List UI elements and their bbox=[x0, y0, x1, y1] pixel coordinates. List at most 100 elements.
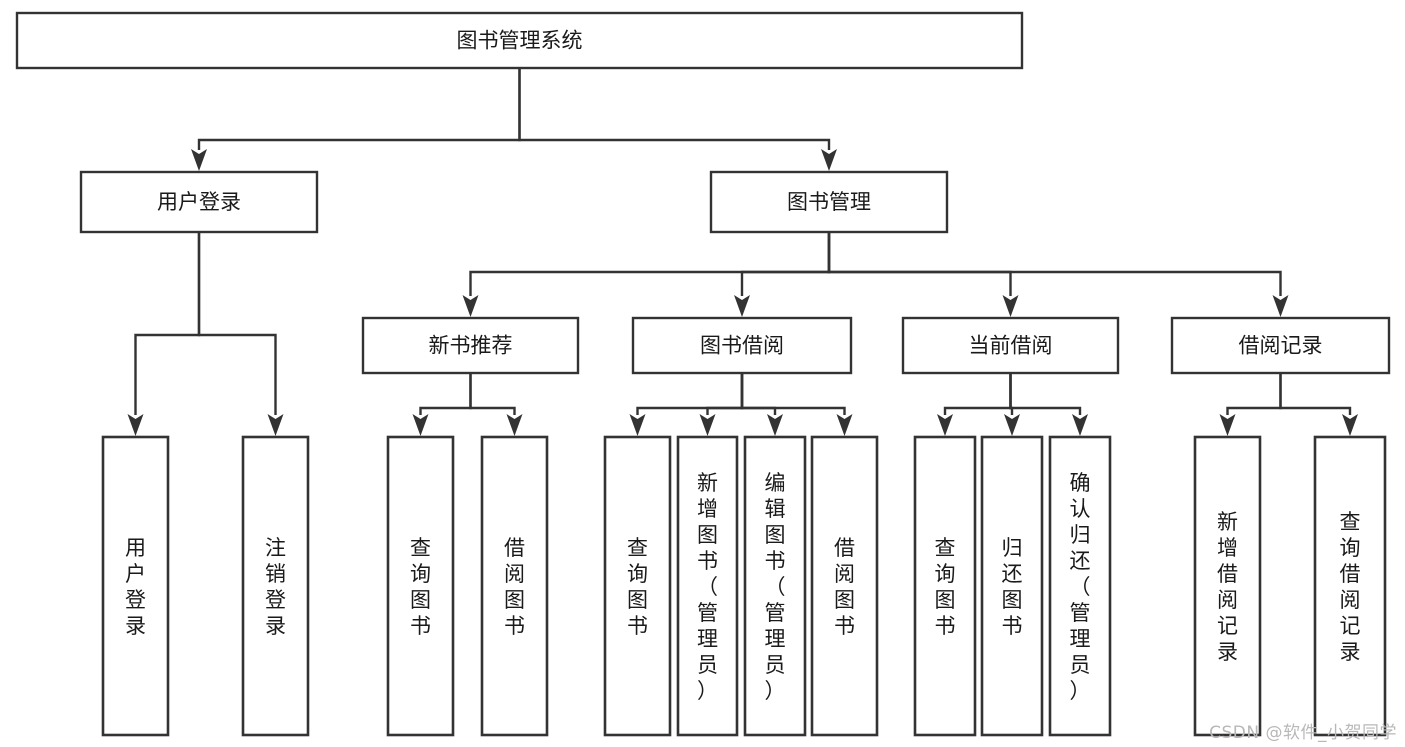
node-box[interactable] bbox=[241, 435, 310, 737]
node-label: 查询图书 bbox=[627, 536, 648, 638]
node-box[interactable] bbox=[480, 435, 549, 737]
arrow-head-icon bbox=[629, 414, 646, 436]
arrow-head-icon bbox=[937, 414, 953, 436]
node-l3_bedit[interactable]: 编辑图书（管理员） bbox=[743, 435, 807, 737]
connector-root-to-l1_user bbox=[191, 68, 521, 171]
connector-l2_borrow-to-l3_bedit bbox=[740, 373, 783, 436]
node-box[interactable] bbox=[810, 435, 879, 737]
node-l3_creturn[interactable]: 归还图书 bbox=[980, 435, 1044, 737]
connector-l1_book-to-l2_new bbox=[462, 232, 831, 317]
node-l3_user_logout[interactable]: 注销登录 bbox=[241, 435, 310, 737]
node-label: 借阅图书 bbox=[504, 536, 525, 638]
arrow-head-icon bbox=[127, 414, 144, 436]
node-label: 图书管理系统 bbox=[457, 29, 583, 53]
node-l3_bborrow[interactable]: 借阅图书 bbox=[810, 435, 879, 737]
node-l1_book[interactable]: 图书管理 bbox=[709, 170, 949, 234]
node-l2_borrow[interactable]: 图书借阅 bbox=[631, 316, 853, 375]
node-box[interactable] bbox=[1313, 435, 1387, 737]
arrow-head-icon bbox=[1272, 295, 1289, 317]
connector-root-to-l1_book bbox=[518, 68, 837, 171]
node-l2_new[interactable]: 新书推荐 bbox=[361, 316, 580, 375]
node-box[interactable] bbox=[913, 435, 977, 737]
node-l3_new_query[interactable]: 查询图书 bbox=[386, 435, 455, 737]
arrow-head-icon bbox=[1342, 414, 1358, 436]
arrow-head-icon bbox=[1072, 414, 1088, 436]
node-box[interactable] bbox=[980, 435, 1044, 737]
node-box[interactable] bbox=[15, 11, 1024, 70]
node-l2_record[interactable]: 借阅记录 bbox=[1170, 316, 1391, 375]
node-label: 新增借阅记录 bbox=[1217, 510, 1238, 664]
node-box[interactable] bbox=[631, 316, 853, 375]
connector-l1_book-to-l2_current bbox=[827, 232, 1019, 317]
arrow-head-icon bbox=[1002, 295, 1019, 317]
node-label: 归还图书 bbox=[1002, 536, 1023, 638]
connector-l2_new-to-l3_new_query bbox=[412, 373, 472, 436]
node-box[interactable] bbox=[603, 435, 672, 737]
node-label: 图书管理 bbox=[787, 190, 871, 214]
arrow-head-icon bbox=[699, 414, 716, 436]
node-box[interactable] bbox=[1193, 435, 1262, 737]
node-label: 新增图书（管理员） bbox=[697, 471, 718, 703]
node-box[interactable] bbox=[386, 435, 455, 737]
arrow-head-icon bbox=[462, 295, 479, 317]
connector-l1_user-to-l3_user_login bbox=[127, 232, 201, 436]
node-box[interactable] bbox=[901, 316, 1120, 375]
node-l3_cq[interactable]: 查询图书 bbox=[913, 435, 977, 737]
node-label: 借阅图书 bbox=[834, 536, 855, 638]
node-box[interactable] bbox=[676, 435, 739, 737]
watermark-label: CSDN @软件_小贺同学 bbox=[1209, 723, 1397, 743]
node-label: 用户登录 bbox=[157, 190, 241, 214]
node-l3_radd[interactable]: 新增借阅记录 bbox=[1193, 435, 1262, 737]
connector-l2_record-to-l3_radd bbox=[1219, 373, 1282, 436]
node-l3_cconfirm[interactable]: 确认归还（管理员） bbox=[1048, 435, 1112, 737]
arrow-head-icon bbox=[1004, 414, 1020, 436]
arrow-head-icon bbox=[412, 414, 429, 436]
node-l3_rquery[interactable]: 查询借阅记录 bbox=[1313, 435, 1387, 737]
connector-l2_record-to-l3_rquery bbox=[1279, 373, 1358, 436]
node-box[interactable] bbox=[101, 435, 170, 737]
connector-l2_borrow-to-l3_bq bbox=[629, 373, 744, 436]
node-l3_badd[interactable]: 新增图书（管理员） bbox=[676, 435, 739, 737]
connector-l2_new-to-l3_new_borrow bbox=[469, 373, 523, 436]
node-label: 图书借阅 bbox=[700, 334, 784, 358]
node-label: 查询借阅记录 bbox=[1340, 510, 1361, 664]
arrow-head-icon bbox=[767, 414, 783, 436]
node-l3_user_login[interactable]: 用户登录 bbox=[101, 435, 170, 737]
connector-l2_current-to-l3_creturn bbox=[1004, 373, 1020, 436]
node-label: 查询图书 bbox=[410, 536, 431, 638]
node-label: 编辑图书（管理员） bbox=[765, 471, 786, 703]
connector-l2_borrow-to-l3_bborrow bbox=[740, 373, 853, 436]
node-box[interactable] bbox=[79, 170, 319, 234]
arrow-head-icon bbox=[821, 149, 837, 171]
node-l3_bq[interactable]: 查询图书 bbox=[603, 435, 672, 737]
connector-l1_user-to-l3_user_logout bbox=[197, 232, 284, 436]
node-box[interactable] bbox=[1170, 316, 1391, 375]
connector-l2_borrow-to-l3_badd bbox=[699, 373, 744, 436]
node-box[interactable] bbox=[709, 170, 949, 234]
connector-l2_current-to-l3_cq bbox=[937, 373, 1012, 436]
node-label: 查询图书 bbox=[935, 536, 956, 638]
node-label: 用户登录 bbox=[125, 536, 146, 638]
node-layer: 图书管理系统用户登录图书管理新书推荐图书借阅当前借阅借阅记录用户登录注销登录查询… bbox=[15, 11, 1391, 737]
connector-l1_book-to-l2_borrow bbox=[734, 232, 831, 317]
connector-l2_current-to-l3_cconfirm bbox=[1009, 373, 1088, 436]
node-box[interactable] bbox=[1048, 435, 1112, 737]
node-label: 借阅记录 bbox=[1239, 334, 1323, 358]
node-l3_new_borrow[interactable]: 借阅图书 bbox=[480, 435, 549, 737]
node-label: 新书推荐 bbox=[429, 334, 513, 358]
node-l1_user[interactable]: 用户登录 bbox=[79, 170, 319, 234]
arrow-head-icon bbox=[734, 295, 750, 317]
node-box[interactable] bbox=[361, 316, 580, 375]
arrow-head-icon bbox=[267, 414, 284, 436]
node-root[interactable]: 图书管理系统 bbox=[15, 11, 1024, 70]
node-l2_current[interactable]: 当前借阅 bbox=[901, 316, 1120, 375]
arrow-head-icon bbox=[506, 414, 523, 436]
edge-layer bbox=[127, 68, 1358, 436]
node-box[interactable] bbox=[743, 435, 807, 737]
node-label: 确认归还（管理员） bbox=[1070, 471, 1091, 703]
arrow-head-icon bbox=[836, 414, 853, 436]
arrow-head-icon bbox=[1219, 414, 1236, 436]
node-label: 注销登录 bbox=[265, 536, 286, 638]
